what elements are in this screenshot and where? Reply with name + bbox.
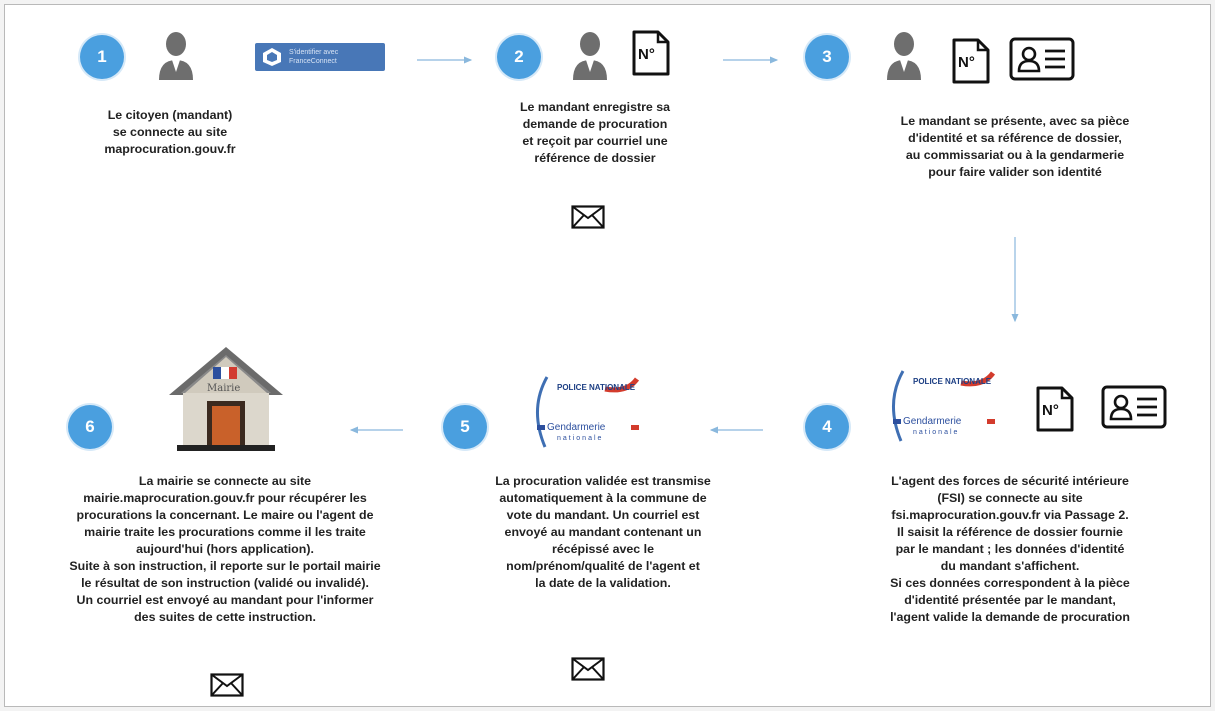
step-4-badge: 4 <box>805 405 849 449</box>
reference-number-document-icon: N° <box>951 37 991 85</box>
reference-number-document-icon: N° <box>1035 385 1075 433</box>
person-silhouette-icon <box>159 32 193 80</box>
franceconnect-title: S'identifier avec <box>289 49 339 56</box>
step-2-badge: 2 <box>497 35 541 79</box>
gendarmerie-sub-label: nationale <box>913 429 960 436</box>
envelope-icon <box>210 673 244 697</box>
reference-number-label: N° <box>638 46 655 63</box>
police-gendarmerie-logo: POLICE NATIONALE Gendarmerie nationale <box>527 373 657 451</box>
police-gendarmerie-logo: POLICE NATIONALE Gendarmerie nationale <box>883 367 1013 445</box>
step-5-number: 5 <box>460 417 470 436</box>
step-1-number: 1 <box>97 47 107 66</box>
diagram-frame: 1 S'identifier avec FranceConnect Le cit… <box>4 4 1211 707</box>
step-3-badge: 3 <box>805 35 849 79</box>
gendarmerie-label: Gendarmerie <box>903 416 962 427</box>
gendarmerie-sub-label: nationale <box>557 435 604 442</box>
person-silhouette-icon <box>887 32 921 80</box>
reference-number-document-icon: N° <box>631 29 671 77</box>
step-4-number: 4 <box>822 417 832 436</box>
id-card-icon <box>1101 385 1167 429</box>
franceconnect-button: S'identifier avec FranceConnect <box>255 43 385 71</box>
reference-number-label: N° <box>958 54 975 71</box>
franceconnect-logo-icon <box>263 48 281 66</box>
step-3-number: 3 <box>822 47 832 66</box>
step-2-number: 2 <box>514 47 524 66</box>
police-nationale-label: POLICE NATIONALE <box>913 377 992 386</box>
step-5-badge: 5 <box>443 405 487 449</box>
person-silhouette-icon <box>573 32 607 80</box>
flow-arrow-1-2 <box>417 56 473 64</box>
step-6-badge: 6 <box>68 405 112 449</box>
flow-arrow-3-4 <box>1011 237 1019 323</box>
gendarmerie-label: Gendarmerie <box>547 422 606 433</box>
mairie-house-icon: Mairie <box>167 343 285 453</box>
flow-arrow-5-6 <box>349 426 403 434</box>
envelope-icon <box>571 657 605 681</box>
envelope-icon <box>571 205 605 229</box>
step-1-badge: 1 <box>80 35 124 79</box>
step-6-number: 6 <box>85 417 95 436</box>
id-card-icon <box>1009 37 1075 81</box>
flow-arrow-4-5 <box>709 426 763 434</box>
reference-number-label: N° <box>1042 402 1059 419</box>
franceconnect-subtitle: FranceConnect <box>289 58 337 65</box>
mairie-label: Mairie <box>207 383 241 394</box>
police-nationale-label: POLICE NATIONALE <box>557 383 636 392</box>
flow-arrow-2-3 <box>723 56 779 64</box>
step-4-text: L'agent des forces de sécurité intérieur… <box>890 474 1130 624</box>
